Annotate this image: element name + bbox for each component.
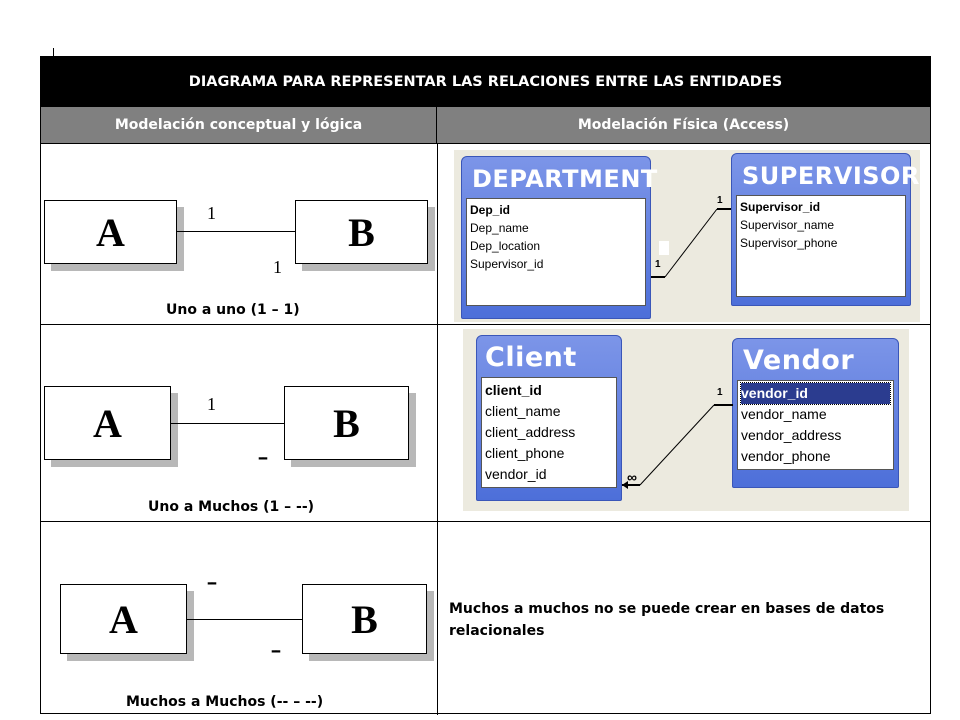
field: client_name [485, 403, 561, 419]
relationship-line [177, 231, 295, 232]
field: vendor_address [741, 427, 842, 443]
field: Dep_location [470, 239, 541, 253]
cardinality-one: 1 [655, 259, 661, 270]
header-physical: Modelación Física (Access) [437, 107, 930, 143]
cardinality-one: 1 [717, 195, 723, 206]
margin-mark [53, 48, 54, 56]
row-divider-2 [41, 324, 930, 325]
relationship-table: DIAGRAMA PARA REPRESENTAR LAS RELACIONES… [40, 56, 931, 715]
table-supervisor: SUPERVISOR Supervisor_id Supervisor_name… [731, 153, 920, 306]
many-to-many-note: Muchos a muchos no se puede crear en bas… [449, 601, 885, 639]
relationship-caption: Muchos a Muchos (-- – --) [126, 694, 324, 710]
field: vendor_name [741, 406, 827, 422]
field: Dep_name [470, 221, 529, 235]
field: client_address [485, 424, 576, 440]
table-vendor: Vendor vendor_id vendor_name vendor_addr… [732, 338, 899, 488]
entity-b-box: B [302, 584, 427, 654]
header-conceptual: Modelación conceptual y lógica [41, 107, 437, 143]
table-client: Client client_id client_name client_addr… [476, 335, 622, 501]
relationship-line [187, 619, 302, 620]
table-name: Vendor [743, 345, 855, 376]
entity-a-box: A [60, 584, 187, 654]
column-divider [437, 143, 438, 715]
cardinality-label-top: -- [207, 572, 217, 592]
relationship-line [171, 423, 284, 424]
field-list: Dep_id Dep_name Dep_location Supervisor_… [466, 198, 646, 306]
cardinality-label-bottom: 1 [273, 257, 282, 277]
page-title: DIAGRAMA PARA REPRESENTAR LAS RELACIONES… [41, 57, 930, 107]
entity-b-box: B [295, 200, 428, 264]
table-name: SUPERVISOR [742, 162, 920, 190]
cardinality-label-top: 1 [207, 394, 216, 414]
row-divider-1 [41, 143, 930, 144]
table-department: DEPARTMENT Dep_id Dep_name Dep_location … [461, 156, 658, 319]
cardinality-label-top: 1 [207, 203, 216, 223]
relationship-connector [622, 404, 733, 489]
field: vendor_phone [741, 448, 831, 464]
entity-b-box: B [284, 386, 409, 460]
field-list: vendor_id vendor_name vendor_address ven… [737, 380, 894, 470]
field: Supervisor_id [470, 257, 544, 271]
field: Supervisor_name [740, 218, 835, 232]
relationship-connector [651, 208, 731, 278]
field-primary-key: Supervisor_id [740, 200, 821, 214]
field: vendor_id [485, 466, 547, 482]
entity-a-box: A [44, 200, 177, 264]
cardinality-one: 1 [717, 387, 723, 398]
cardinality-many: ∞ [627, 469, 637, 485]
field: Supervisor_phone [740, 236, 838, 250]
row-divider-3 [41, 521, 930, 522]
field-primary-key: client_id [485, 382, 542, 398]
table-name: DEPARTMENT [472, 165, 658, 193]
cardinality-label-bottom: -- [258, 447, 268, 467]
table-name: Client [485, 342, 577, 373]
entity-a-box: A [44, 386, 171, 460]
field-list: client_id client_name client_address cli… [481, 377, 617, 488]
field: client_phone [485, 445, 565, 461]
cardinality-label-bottom: -- [271, 640, 281, 660]
relationship-caption: Uno a uno (1 – 1) [166, 302, 300, 318]
field-primary-key: Dep_id [470, 203, 511, 217]
relationship-caption: Uno a Muchos (1 – --) [148, 499, 315, 515]
field-list: Supervisor_id Supervisor_name Supervisor… [736, 195, 906, 297]
field-primary-key: vendor_id [740, 382, 891, 405]
